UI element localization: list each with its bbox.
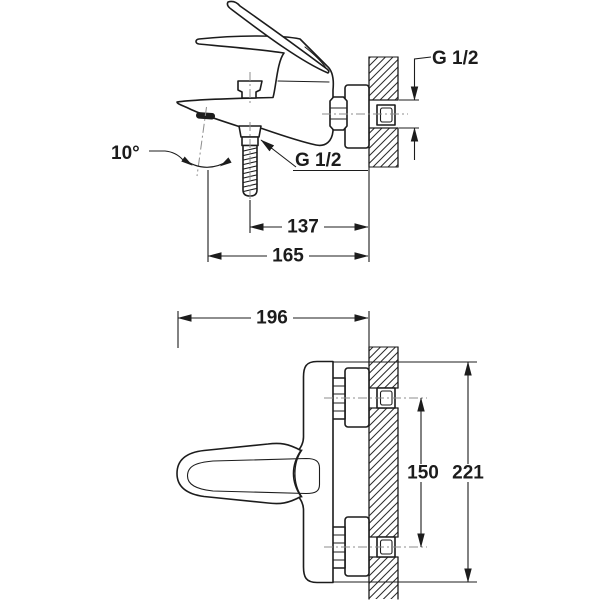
dim-221-label: 221 (452, 463, 484, 484)
dim-196 (177, 309, 370, 348)
square-drive-fitting-side (376, 104, 396, 126)
handle-top-face (186, 457, 321, 495)
handle-pivot-dome (294, 449, 303, 498)
extension-lines-221 (333, 361, 477, 583)
side-view: G 1/2 G 1/2 10° 137 165 (111, 0, 478, 267)
wall-section-plan (368, 346, 400, 600)
dim-165-label: 165 (272, 246, 304, 267)
dim-196-label: 196 (256, 308, 288, 329)
wall-thread-dimension (410, 56, 432, 160)
supply-pipe-side (368, 99, 399, 129)
lever-handle-plan (176, 442, 302, 505)
dim-137-label: 137 (287, 217, 319, 238)
dim-150-label: 150 (407, 463, 439, 484)
centerlines-side (196, 72, 408, 199)
centerlines-plan (324, 397, 427, 548)
hose-thread-dimension-label: G 1/2 (295, 150, 341, 171)
union-nut-side (329, 96, 348, 131)
dim-221 (446, 361, 490, 583)
cartridge-seam-line (277, 80, 330, 83)
hose-thread-leader (260, 139, 368, 172)
mounting-leg-bottom (331, 516, 396, 577)
hose-connection-thread (238, 125, 262, 197)
dim-150 (401, 397, 445, 548)
wall-thread-dimension-label: G 1/2 (432, 48, 478, 69)
lever-handle-side (226, 0, 330, 74)
mixer-body-plan (290, 360, 334, 584)
spout-angle-indicator (149, 150, 232, 168)
wall-flange-side (344, 84, 370, 149)
spout-angle-label: 10° (111, 143, 140, 164)
plan-view: 196 150 221 (176, 308, 490, 600)
